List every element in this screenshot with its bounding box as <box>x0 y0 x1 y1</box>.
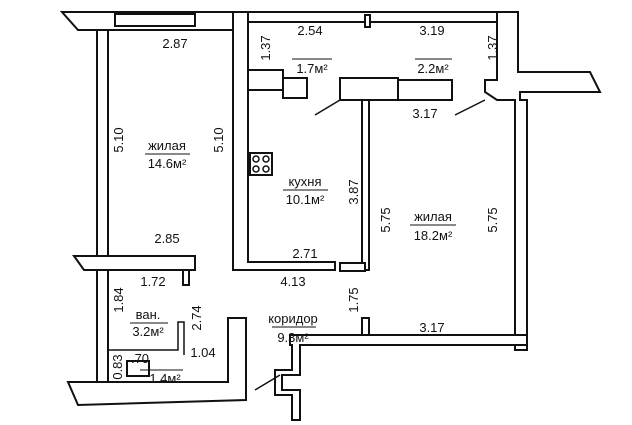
room-name-corridor: коридор <box>268 311 318 326</box>
dimension-label: 2.71 <box>292 246 317 261</box>
dimension-label: 5.75 <box>485 207 500 232</box>
door-swing <box>314 99 341 116</box>
bath-door-stub <box>182 269 190 286</box>
dimension-label: 1.37 <box>258 35 273 60</box>
bath-wall <box>108 321 185 355</box>
dimension-label: 1.72 <box>140 274 165 289</box>
room-name-living-right: жилая <box>414 209 452 224</box>
walls <box>59 11 602 421</box>
window-stub <box>364 14 371 28</box>
living-kitchen-partition <box>232 11 336 271</box>
loggia-wall-left <box>247 69 284 91</box>
dimension-label: 2.74 <box>189 305 204 330</box>
dimension-label: .70 <box>131 351 149 366</box>
top-loggia-wall <box>247 11 519 23</box>
dimension-label: 5.75 <box>378 207 393 232</box>
room-area-loggia-right: 2.2м² <box>417 61 449 76</box>
bottom-left-wall <box>66 317 247 407</box>
dimension-label: 3.87 <box>346 179 361 204</box>
partition-stub <box>339 262 366 272</box>
dimension-label: 3.17 <box>419 320 444 335</box>
stove-icon <box>252 155 270 173</box>
loggia-window-left <box>282 77 308 99</box>
kitchen-living-partition <box>361 99 370 271</box>
dimension-label: 2.85 <box>154 231 179 246</box>
toilet-fixture <box>126 360 150 377</box>
dimension-label: 1.84 <box>111 287 126 312</box>
door-swing <box>454 99 486 116</box>
dimension-label: 4.13 <box>280 274 305 289</box>
right-outer-wall <box>484 11 602 351</box>
dimension-label: 3.19 <box>419 23 444 38</box>
dimension-label: 2.54 <box>297 23 322 38</box>
dimension-label: 0.83 <box>110 354 125 379</box>
dimension-label: 5.10 <box>211 127 226 152</box>
loggia-window-right <box>397 79 453 101</box>
stove <box>249 152 273 176</box>
dimension-label: 3.17 <box>412 106 437 121</box>
window-top-left <box>114 13 196 27</box>
door-swing <box>254 374 281 391</box>
dimension-label: 1.75 <box>346 287 361 312</box>
hall-wall-left <box>72 255 196 271</box>
room-area-loggia-left: 1.7м² <box>296 61 328 76</box>
room-name-living-left: жилая <box>148 138 186 153</box>
dimension-label: 5.10 <box>111 127 126 152</box>
room-area-living-right: 18.2м² <box>414 228 453 243</box>
bottom-corridor-wall <box>274 334 528 421</box>
room-area-corridor: 9.3м² <box>277 330 309 345</box>
room-area-living-left: 14.6м² <box>148 156 187 171</box>
room-name-kitchen: кухня <box>288 174 321 189</box>
room-name-bathroom: ван. <box>136 307 161 322</box>
room-area-bathroom: 3.2м² <box>132 324 164 339</box>
loggia-pillar <box>339 77 399 101</box>
dimension-label: 1.04 <box>190 345 215 360</box>
left-outer-wall <box>96 29 109 386</box>
dimension-label: 2.87 <box>162 36 187 51</box>
dimension-label: 1.37 <box>485 35 500 60</box>
room-area-toilet: 1.4м² <box>149 371 181 386</box>
room-area-kitchen: 10.1м² <box>286 192 325 207</box>
